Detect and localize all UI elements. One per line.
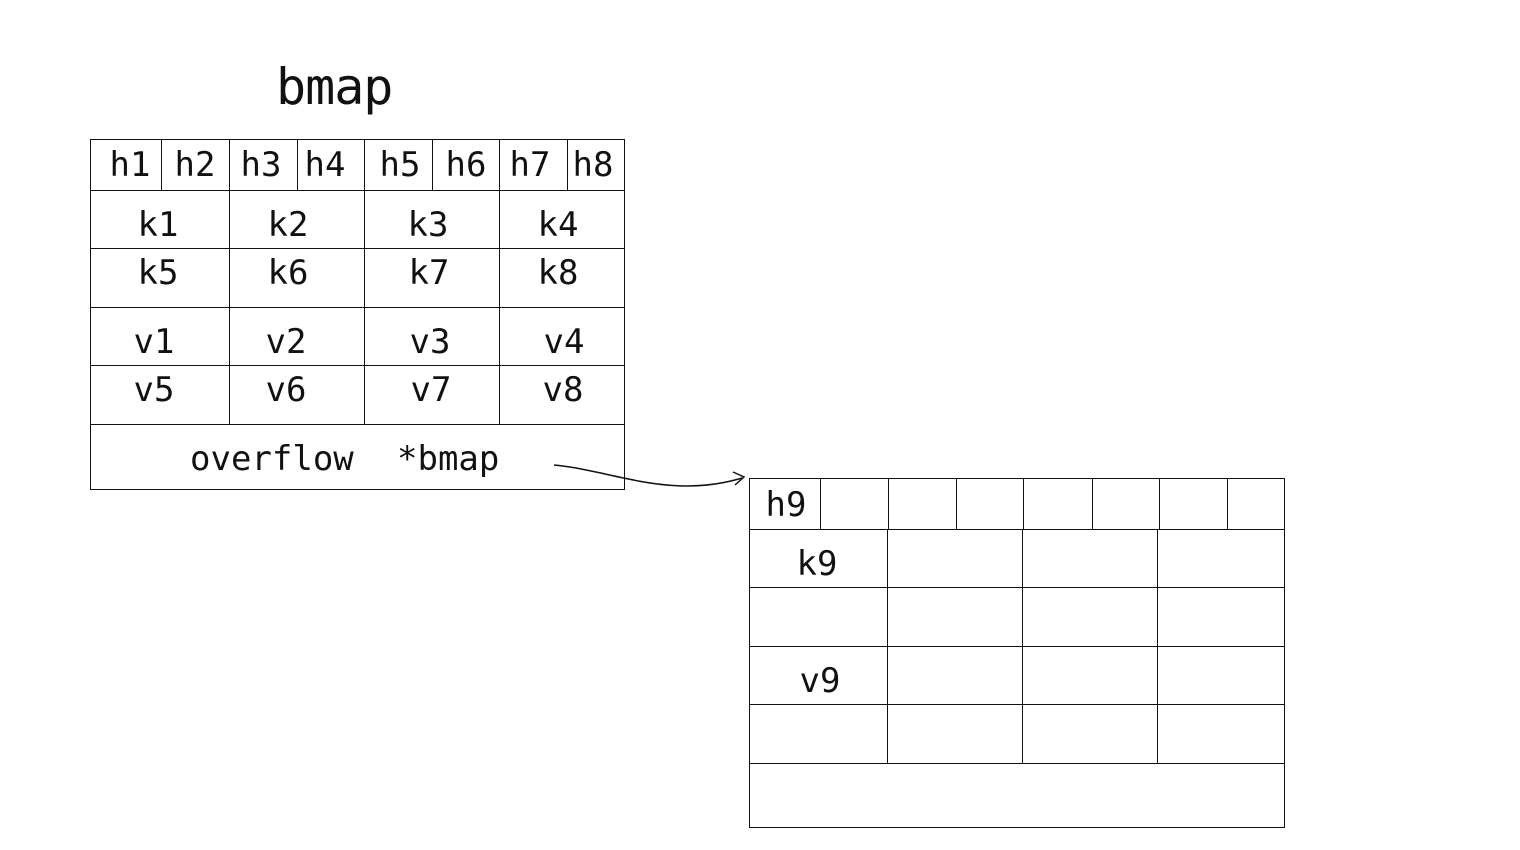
value-cell: v2 <box>265 322 307 362</box>
overflow-pointer-label: *bmap <box>397 439 500 479</box>
divider <box>364 139 365 190</box>
divider <box>749 704 1285 705</box>
divider <box>1159 478 1160 529</box>
tophash-cell: h8 <box>572 145 614 185</box>
tophash-cell: h6 <box>445 145 487 185</box>
overflow-arrow-head <box>732 471 746 486</box>
key-cell: k1 <box>137 205 179 245</box>
tophash-cell: h9 <box>765 485 807 525</box>
overflow-label: overflow <box>190 439 354 479</box>
divider <box>229 190 230 424</box>
divider <box>749 763 1285 764</box>
key-cell: k5 <box>137 253 179 293</box>
divider <box>1092 478 1093 529</box>
value-cell: v9 <box>799 661 841 701</box>
value-cell: v5 <box>133 370 175 410</box>
divider <box>161 139 162 190</box>
divider <box>1023 478 1024 529</box>
divider <box>229 139 230 190</box>
value-cell: v1 <box>133 322 175 362</box>
key-cell: k6 <box>267 253 309 293</box>
divider <box>1227 478 1228 529</box>
tophash-cell: h3 <box>240 145 282 185</box>
key-cell: k3 <box>407 205 449 245</box>
main-bucket-frame <box>90 139 625 490</box>
value-cell: v7 <box>410 370 452 410</box>
key-cell: k8 <box>537 253 579 293</box>
value-cell: v6 <box>265 370 307 410</box>
divider <box>956 478 957 529</box>
divider <box>749 529 1285 530</box>
value-cell: v3 <box>409 322 451 362</box>
tophash-cell: h2 <box>174 145 216 185</box>
divider <box>432 139 433 190</box>
divider <box>887 529 888 763</box>
overflow-bucket-frame <box>749 478 1285 828</box>
divider <box>90 190 625 191</box>
key-cell: k9 <box>796 544 838 584</box>
divider <box>820 478 821 529</box>
tophash-cell: h4 <box>304 145 346 185</box>
divider <box>90 424 625 425</box>
divider <box>90 307 625 308</box>
divider <box>364 190 365 424</box>
key-cell: k7 <box>408 253 450 293</box>
divider <box>499 190 500 424</box>
bucket-title: bmap <box>276 58 393 116</box>
tophash-cell: h5 <box>379 145 421 185</box>
value-cell: v4 <box>543 322 585 362</box>
divider <box>749 587 1285 588</box>
key-cell: k4 <box>537 205 579 245</box>
divider <box>888 478 889 529</box>
tophash-cell: h1 <box>109 145 151 185</box>
divider <box>90 365 625 366</box>
divider <box>499 139 500 190</box>
divider <box>90 248 625 249</box>
divider <box>297 139 298 190</box>
divider <box>567 139 568 190</box>
divider <box>1022 529 1023 763</box>
value-cell: v8 <box>542 370 584 410</box>
tophash-cell: h7 <box>509 145 551 185</box>
divider <box>1157 529 1158 763</box>
divider <box>749 646 1285 647</box>
key-cell: k2 <box>267 205 309 245</box>
